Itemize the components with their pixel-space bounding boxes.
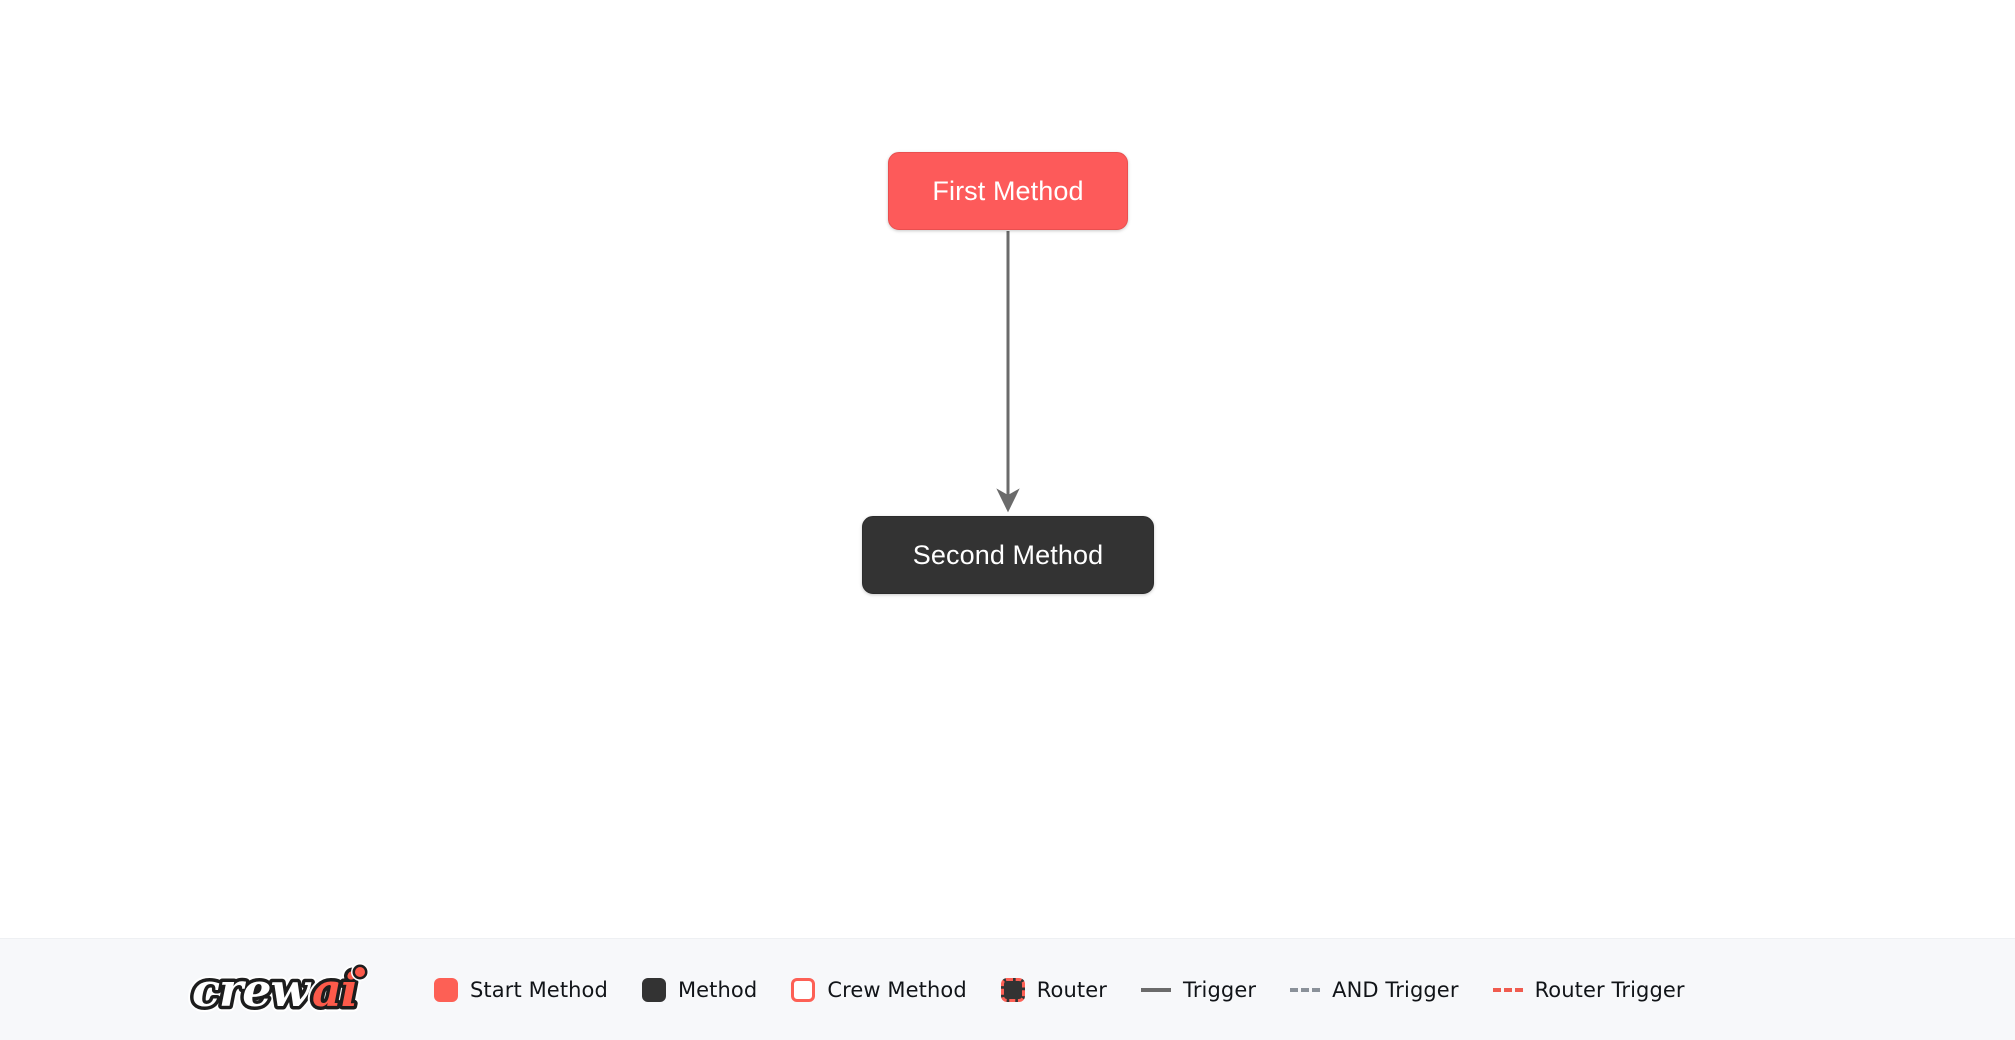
- edge-layer: [996, 231, 1020, 513]
- router-swatch: [1000, 977, 1025, 1002]
- and-trigger-line: [1290, 987, 1321, 992]
- legend-item-and-trigger: AND Trigger: [1290, 978, 1458, 1002]
- flow-node-second-method[interactable]: Second Method: [862, 516, 1154, 594]
- flow-canvas[interactable]: First Method Second Method: [0, 0, 2015, 938]
- svg-text:crew: crew: [192, 963, 312, 1017]
- legend-items: Start Method Method Crew Method Router T…: [434, 977, 1719, 1002]
- start-method-swatch: [434, 977, 458, 1002]
- legend-label: Method: [677, 977, 758, 1002]
- crew-method-swatch: [791, 977, 816, 1002]
- legend-item-router-trigger: Router Trigger: [1492, 977, 1685, 1002]
- svg-text:ai: ai: [312, 963, 357, 1017]
- flow-node-first-method[interactable]: First Method: [888, 152, 1128, 230]
- legend-item-method: Method: [641, 977, 758, 1002]
- legend-item-crew-method: Crew Method: [791, 977, 967, 1002]
- method-swatch: [641, 977, 666, 1002]
- legend-item-start-method: Start Method: [434, 977, 608, 1002]
- legend-label: Router Trigger: [1534, 977, 1685, 1002]
- legend-bar: crew crew crew ai ai ai Start Method Met…: [0, 938, 2015, 1040]
- flow-node-label: First Method: [932, 175, 1084, 206]
- legend-label: Trigger: [1182, 977, 1257, 1002]
- legend-label: Router: [1036, 977, 1107, 1002]
- flow-node-label: Second Method: [912, 539, 1104, 570]
- router-trigger-line: [1492, 987, 1523, 992]
- legend-label: AND Trigger: [1332, 977, 1459, 1002]
- legend-item-trigger: Trigger: [1140, 977, 1257, 1002]
- crewai-logo: crew crew crew ai ai ai: [188, 958, 369, 1022]
- svg-text:crew: crew: [192, 963, 312, 1017]
- svg-text:crew: crew: [192, 963, 312, 1017]
- legend-item-router: Router: [1000, 977, 1107, 1002]
- legend-label: Crew Method: [827, 977, 967, 1002]
- legend-label: Start Method: [470, 977, 608, 1002]
- trigger-line: [1140, 987, 1171, 992]
